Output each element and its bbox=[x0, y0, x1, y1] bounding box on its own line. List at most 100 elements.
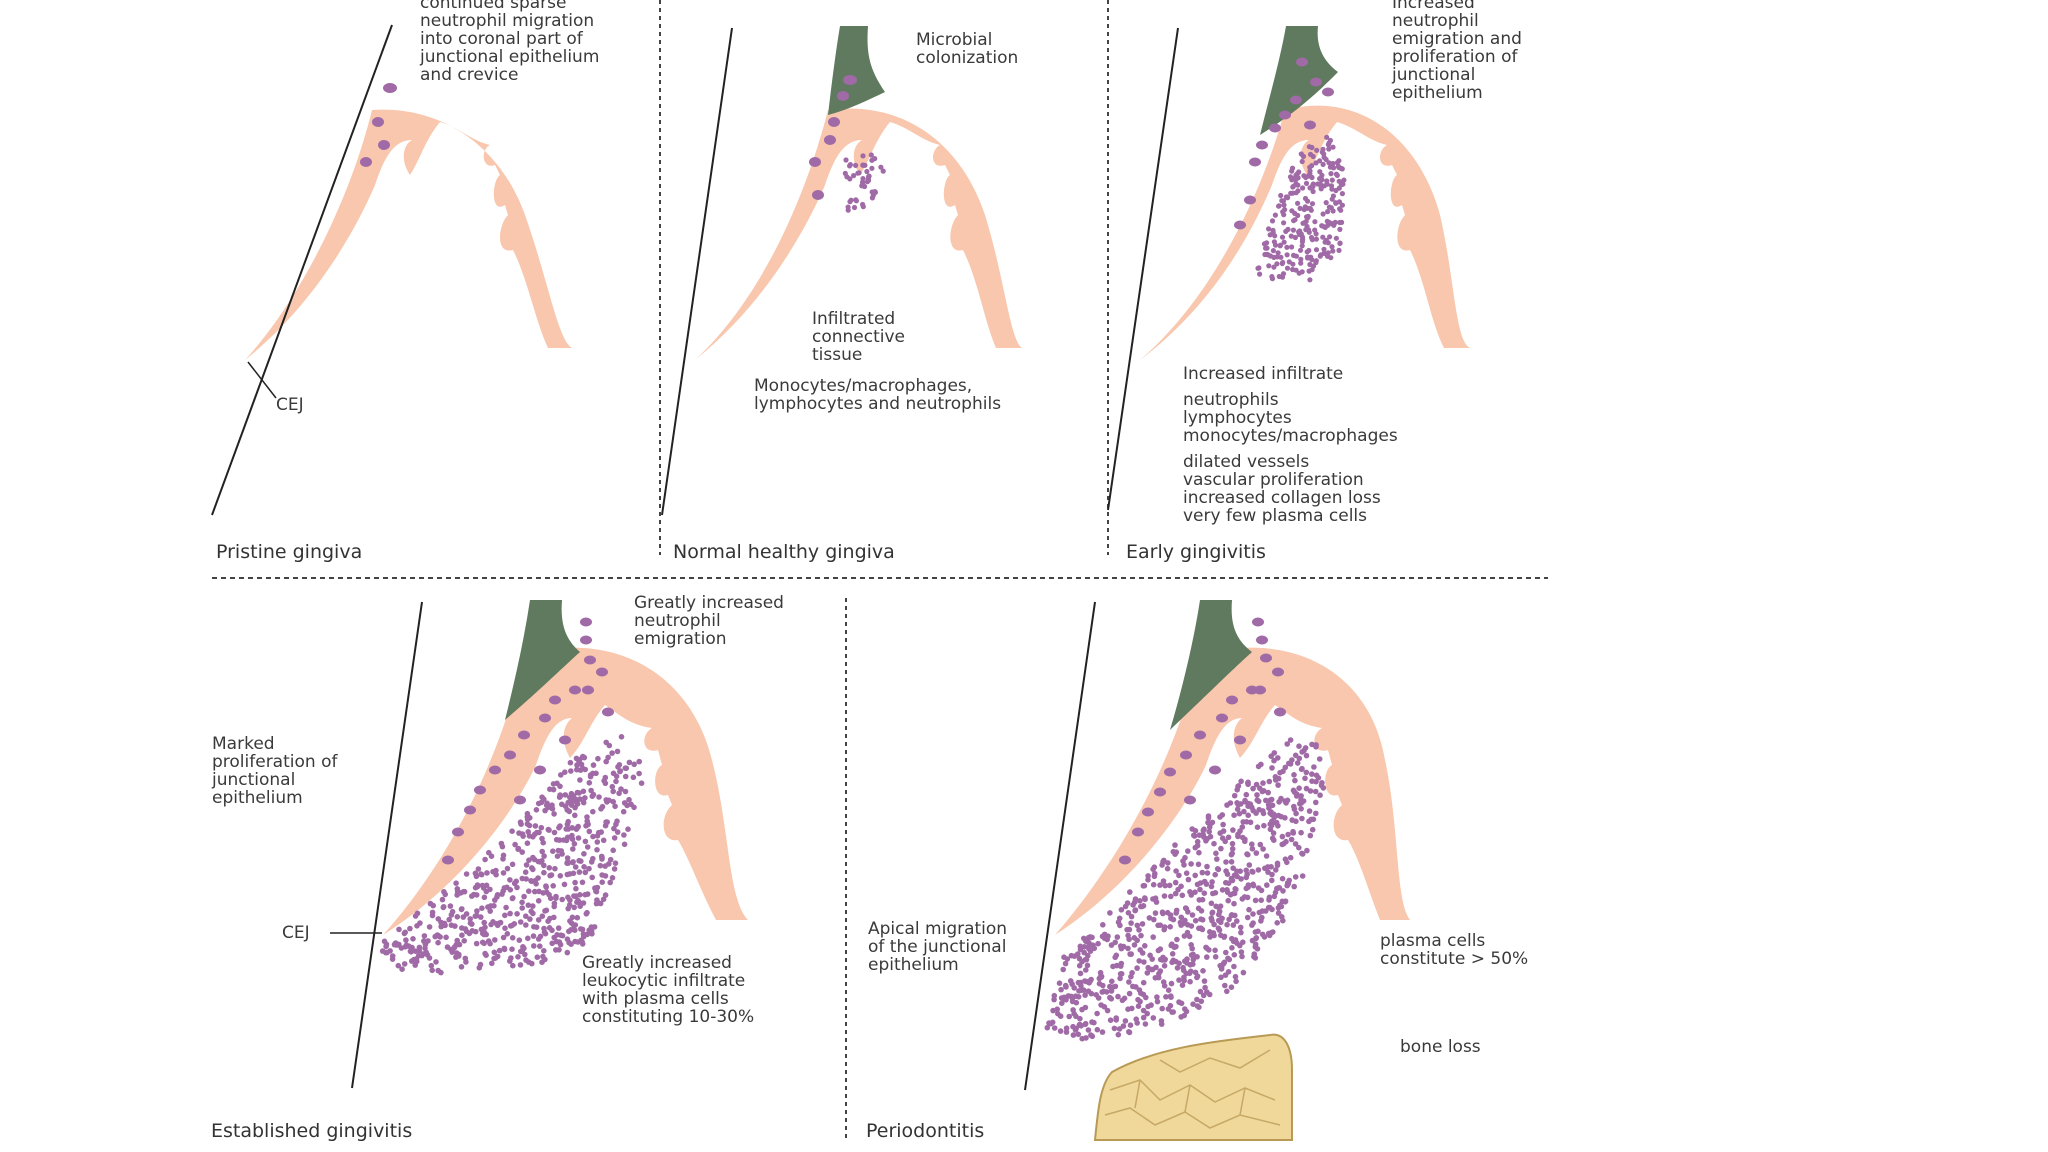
leukocyte-dot-icon bbox=[535, 898, 542, 904]
leukocyte-dot-icon bbox=[1209, 879, 1215, 885]
leukocyte-dot-icon bbox=[1159, 862, 1165, 868]
leukocyte-dot-icon bbox=[582, 891, 588, 898]
leukocyte-dot-icon bbox=[1310, 188, 1316, 195]
leukocyte-dot-icon bbox=[523, 862, 530, 868]
leukocyte-dot-icon bbox=[597, 900, 604, 907]
leukocyte-dot-icon bbox=[1247, 819, 1254, 826]
leukocyte-dot-icon bbox=[1189, 826, 1195, 832]
leukocyte-dot-icon bbox=[550, 848, 556, 854]
leukocyte-dot-icon bbox=[481, 919, 488, 926]
gingiva-shape bbox=[1055, 647, 1410, 935]
leukocyte-dot-icon bbox=[594, 897, 600, 903]
leukocyte-dot-icon bbox=[508, 955, 514, 961]
leukocyte-dot-icon bbox=[607, 856, 614, 863]
leukocyte-dot-icon bbox=[1191, 832, 1197, 839]
leukocyte-dot-icon bbox=[474, 908, 480, 914]
leukocyte-dot-icon bbox=[550, 883, 556, 889]
leukocyte-dot-icon bbox=[1276, 273, 1282, 280]
leukocyte-dot-icon bbox=[1259, 788, 1266, 795]
leukocyte-dot-icon bbox=[422, 941, 429, 948]
leukocyte-dot-icon bbox=[1162, 882, 1168, 889]
leukocyte-dot-icon bbox=[1110, 963, 1116, 970]
leukocyte-dot-icon bbox=[491, 949, 498, 956]
leukocyte-dot-icon bbox=[488, 921, 494, 928]
leukocyte-dot-icon bbox=[472, 913, 479, 919]
caption-early-gingivitis: Early gingivitis bbox=[1126, 541, 1266, 563]
leukocyte-dot-icon bbox=[1152, 870, 1158, 877]
leukocyte-dot-icon bbox=[636, 758, 642, 765]
leukocyte-dot-icon bbox=[519, 899, 525, 906]
leukocyte-dot-icon bbox=[1152, 910, 1159, 916]
leukocyte-dot-icon bbox=[1293, 177, 1299, 183]
leukocyte-dot-icon bbox=[594, 833, 601, 839]
leukocyte-dot-icon bbox=[610, 788, 616, 795]
neutrophil-icon bbox=[843, 75, 857, 85]
leukocyte-dot-icon bbox=[1115, 1031, 1122, 1038]
leukocyte-dot-icon bbox=[1289, 244, 1295, 250]
leukocyte-dot-icon bbox=[407, 948, 414, 955]
leukocyte-dot-icon bbox=[522, 869, 529, 875]
leukocyte-dot-icon bbox=[1208, 915, 1215, 921]
leukocyte-dot-icon bbox=[1223, 859, 1229, 865]
leukocyte-dot-icon bbox=[1302, 775, 1308, 782]
leukocyte-dot-icon bbox=[853, 197, 859, 203]
leukocyte-dot-icon bbox=[1132, 907, 1139, 913]
neutrophil-icon bbox=[452, 827, 464, 837]
leukocyte-dot-icon bbox=[1085, 945, 1092, 952]
label-greatly-increased-neutrophil-emigration: Greatly increased neutrophil emigration bbox=[634, 593, 784, 649]
leukocyte-dot-icon bbox=[1263, 853, 1270, 859]
leukocyte-dot-icon bbox=[631, 761, 637, 768]
leukocyte-dot-icon bbox=[1134, 922, 1141, 929]
leukocyte-dot-icon bbox=[1157, 968, 1164, 974]
leukocyte-dot-icon bbox=[461, 938, 468, 944]
leukocyte-dot-icon bbox=[610, 770, 617, 777]
leukocyte-dot-icon bbox=[1240, 819, 1246, 825]
leukocyte-dot-icon bbox=[1137, 998, 1143, 1005]
leukocyte-dot-icon bbox=[526, 857, 532, 863]
leukocyte-dot-icon bbox=[614, 748, 621, 755]
leukocyte-dot-icon bbox=[564, 936, 571, 942]
leukocyte-dot-icon bbox=[581, 851, 587, 857]
leukocyte-dot-icon bbox=[1306, 818, 1312, 825]
neutrophil-icon bbox=[474, 785, 486, 795]
leukocyte-dot-icon bbox=[1294, 171, 1300, 177]
leukocyte-dot-icon bbox=[533, 807, 540, 813]
gingiva-shape bbox=[383, 647, 748, 935]
leukocyte-dot-icon bbox=[1187, 978, 1193, 985]
neutrophil-icon bbox=[1304, 120, 1316, 130]
leukocyte-dot-icon bbox=[586, 927, 592, 933]
leukocyte-dot-icon bbox=[865, 177, 872, 184]
leukocyte-dot-icon bbox=[1336, 164, 1342, 170]
leukocyte-dot-icon bbox=[1165, 860, 1171, 866]
leukocyte-dot-icon bbox=[1199, 869, 1206, 876]
leukocyte-dot-icon bbox=[525, 902, 532, 908]
leukocyte-dot-icon bbox=[512, 841, 518, 848]
leukocyte-dot-icon bbox=[1211, 921, 1217, 928]
leukocyte-dot-icon bbox=[486, 849, 492, 856]
neutrophil-icon bbox=[383, 83, 397, 93]
leukocyte-dot-icon bbox=[1196, 849, 1202, 856]
leukocyte-dot-icon bbox=[553, 836, 560, 843]
leukocyte-dot-icon bbox=[851, 204, 858, 211]
leukocyte-dot-icon bbox=[406, 943, 412, 949]
leukocyte-dot-icon bbox=[1294, 760, 1301, 766]
leukocyte-dot-icon bbox=[1161, 893, 1168, 899]
leukocyte-dot-icon bbox=[1237, 828, 1243, 834]
leukocyte-dot-icon bbox=[1057, 1013, 1064, 1019]
leukocyte-dot-icon bbox=[532, 831, 538, 837]
leukocyte-dot-icon bbox=[1166, 882, 1173, 889]
neutrophil-icon bbox=[1132, 827, 1144, 837]
leukocyte-dot-icon bbox=[1242, 797, 1248, 804]
leukocyte-dot-icon bbox=[570, 846, 576, 852]
leukocyte-dot-icon bbox=[403, 937, 409, 943]
leukocyte-dot-icon bbox=[1142, 896, 1148, 903]
leukocyte-dot-icon bbox=[864, 168, 870, 175]
leukocyte-dot-icon bbox=[536, 829, 542, 836]
leukocyte-dot-icon bbox=[1057, 1028, 1064, 1034]
leukocyte-dot-icon bbox=[478, 871, 485, 878]
leukocyte-dot-icon bbox=[1337, 226, 1343, 232]
neutrophil-group bbox=[442, 617, 614, 865]
neutrophil-icon bbox=[442, 855, 454, 865]
neutrophil-icon bbox=[1209, 765, 1221, 775]
leukocyte-dot-icon bbox=[1253, 810, 1259, 816]
